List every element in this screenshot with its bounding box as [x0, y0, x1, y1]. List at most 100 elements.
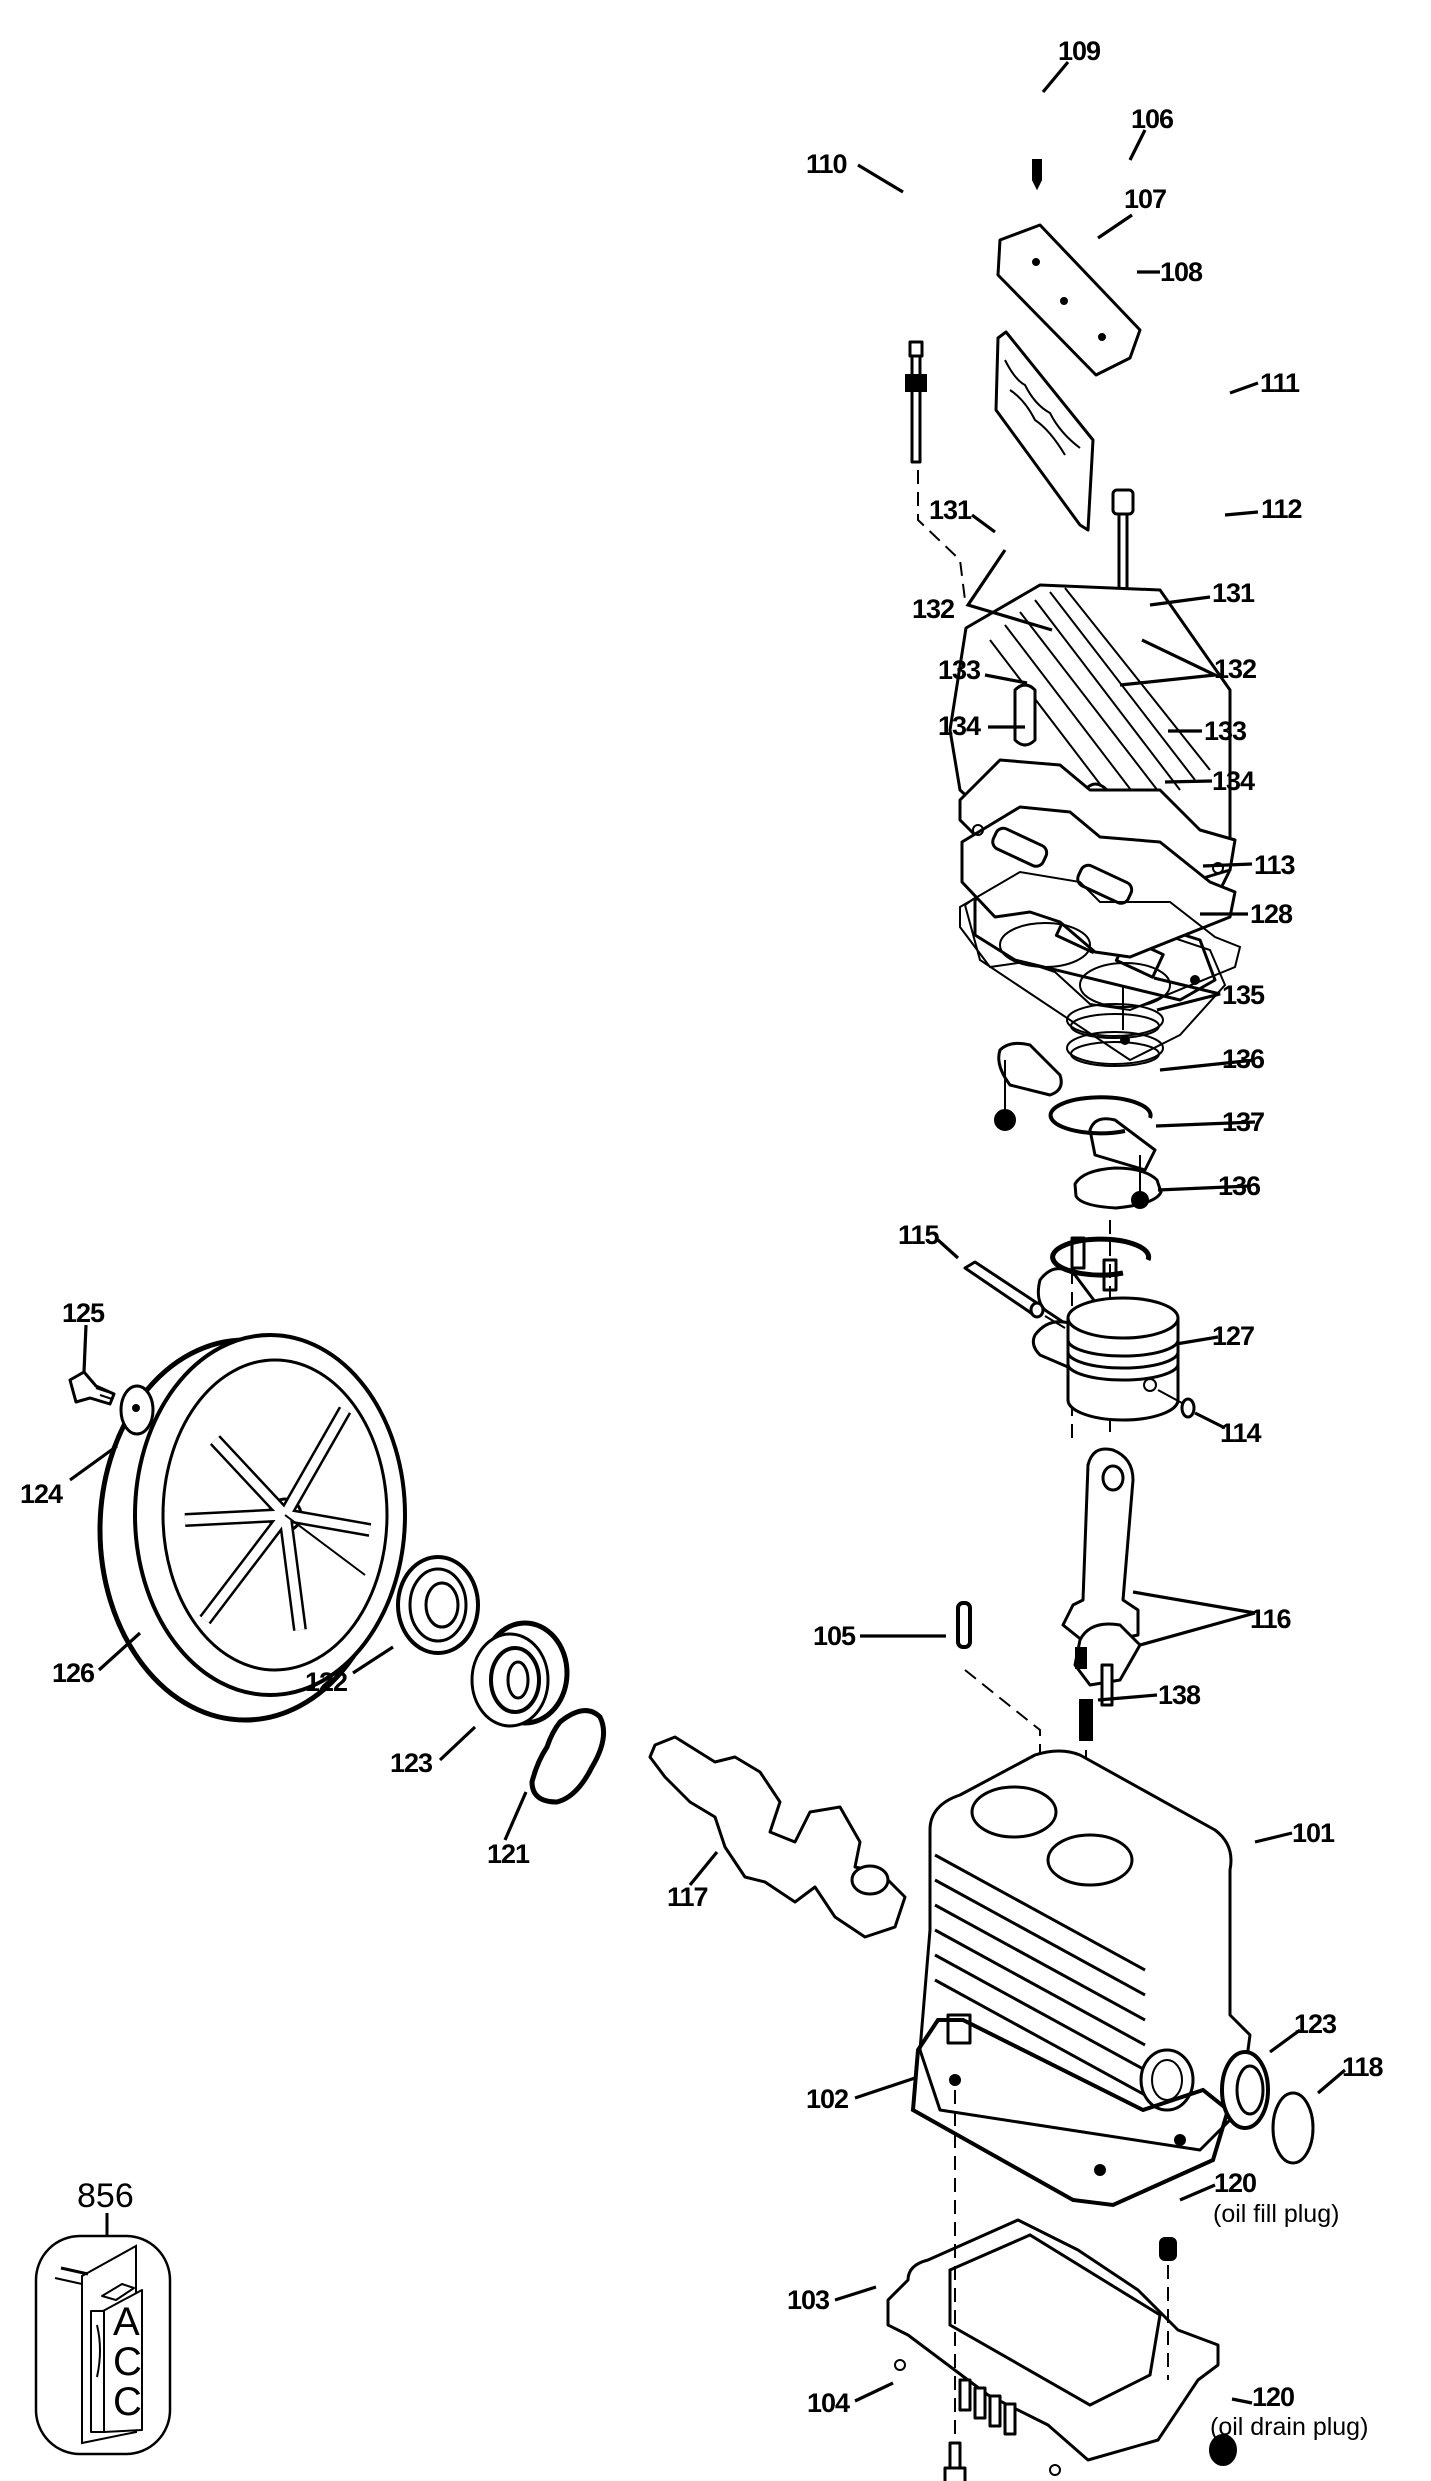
washer-124 [119, 1384, 155, 1436]
callout-134-right: 134 [1212, 766, 1255, 796]
callout-115: 115 [898, 1220, 940, 1250]
gasket-107 [994, 330, 1095, 532]
callout-112: 112 [1261, 494, 1302, 524]
leader-134b [1164, 779, 1213, 784]
callout-101: 101 [1292, 1818, 1335, 1848]
callout-104: 104 [807, 2388, 850, 2418]
kit-856 [34, 2213, 172, 2456]
callout-106: 106 [1131, 104, 1174, 134]
callout-131-left: 131 [929, 495, 972, 525]
bearing-seal-123-right [1220, 2050, 1270, 2130]
leader-132a [965, 549, 1053, 632]
callout-125: 125 [62, 1298, 105, 1328]
seal-122 [396, 1555, 480, 1655]
leader-102 [854, 2076, 916, 2100]
leader-109 [1041, 60, 1070, 94]
alignment-line [917, 470, 966, 601]
callout-138: 138 [1158, 1680, 1201, 1710]
callout-103: 103 [787, 2285, 830, 2315]
o-ring-121 [529, 1708, 607, 1805]
dowel-pin-105 [956, 1601, 972, 1649]
callout-132-right: 132 [1214, 654, 1256, 684]
callout-128: 128 [1250, 899, 1293, 929]
leader-101 [1254, 1831, 1293, 1844]
head-gasket-128 [959, 870, 1242, 1012]
callout-120-fill: 120 [1214, 2168, 1256, 2198]
bolt-104 [943, 2441, 967, 2481]
callout-121: 121 [487, 1839, 530, 1869]
cap-118 [1271, 2091, 1315, 2165]
leader-114 [1194, 1411, 1226, 1430]
valve-cover-plate-106 [996, 223, 1142, 377]
kit-856-number: 856 [77, 2177, 134, 2215]
leader-123a [438, 1725, 477, 1762]
callout-137: 137 [1222, 1107, 1264, 1137]
leader-118 [1316, 2068, 1347, 2095]
leader-136a [1159, 1058, 1256, 1072]
piston-ring-136-bottom [1050, 1236, 1152, 1278]
leader-111 [1229, 381, 1259, 395]
leader-121 [503, 1791, 528, 1841]
callout-126: 126 [52, 1658, 95, 1688]
valve-plate-assembly [960, 805, 1237, 959]
leader-138 [1097, 1693, 1158, 1702]
leader-136b [1157, 1184, 1251, 1192]
leader-123b [1269, 2028, 1301, 2054]
callout-117: 117 [667, 1882, 708, 1912]
piston-ring-136-top [1048, 1095, 1153, 1136]
crankshaft-117 [648, 1735, 907, 1939]
bearing-123-left [470, 1620, 570, 1728]
leader-124 [69, 1444, 118, 1482]
note-oil-fill-plug: (oil fill plug) [1213, 2200, 1339, 2228]
leader-116-b [1139, 1611, 1256, 1647]
kit-856-letter-a: A [113, 2300, 140, 2344]
leader-135 [1153, 976, 1221, 1012]
screw-109 [1032, 159, 1042, 191]
wrist-pin-clip-114 [1157, 1389, 1196, 1419]
callout-131-right: 131 [1212, 578, 1255, 608]
bolt-138 [1079, 1699, 1093, 1741]
callout-134-left: 134 [938, 711, 981, 741]
callout-116: 116 [1250, 1604, 1292, 1634]
kit-856-letter-c2: C [113, 2380, 142, 2424]
leader-113 [1202, 862, 1253, 868]
leader-122 [352, 1645, 394, 1675]
callout-111: 111 [1260, 368, 1300, 398]
leader-133a [984, 673, 1028, 685]
leader-137 [1155, 1120, 1256, 1128]
leader-112 [1224, 510, 1259, 517]
leader-120b [1231, 2397, 1253, 2405]
leader-120a [1179, 2183, 1216, 2202]
callout-135: 135 [1222, 980, 1265, 1010]
callout-labels: 109 106 110 107 108 111 112 131 131 132 … [20, 36, 1385, 2441]
oil-fill-plug-120 [1159, 2237, 1177, 2380]
expander-ring-137 [1073, 1166, 1163, 1210]
note-oil-drain-plug: (oil drain plug) [1210, 2413, 1368, 2441]
leader-131b [1149, 595, 1211, 607]
callout-105: 105 [813, 1621, 856, 1651]
connecting-rod-116 [1061, 1447, 1142, 1707]
callout-118: 118 [1342, 2052, 1384, 2082]
leader-127 [1175, 1335, 1219, 1346]
callout-132-left: 132 [912, 594, 954, 624]
leader-115 [936, 1238, 960, 1260]
callout-102: 102 [806, 2084, 848, 2114]
leader-126 [97, 1631, 142, 1672]
leader-lines [69, 60, 1347, 2405]
leader-125 [82, 1324, 88, 1373]
leader-132b [1119, 638, 1221, 687]
leader-110 [857, 163, 904, 194]
leader-106 [1128, 129, 1147, 161]
callout-110: 110 [806, 149, 847, 179]
leader-107 [1097, 213, 1133, 240]
flywheel-126 [97, 1333, 407, 1723]
leader-104 [854, 2381, 894, 2403]
callout-127: 127 [1212, 1321, 1254, 1351]
oil-drain-plug-120 [1209, 2434, 1237, 2466]
leader-116-a [1132, 1590, 1256, 1615]
valve-retainer-131-left [997, 1041, 1063, 1097]
callout-123-left: 123 [390, 1748, 433, 1778]
piston-127 [1066, 1296, 1180, 1422]
callout-109: 109 [1058, 36, 1101, 66]
